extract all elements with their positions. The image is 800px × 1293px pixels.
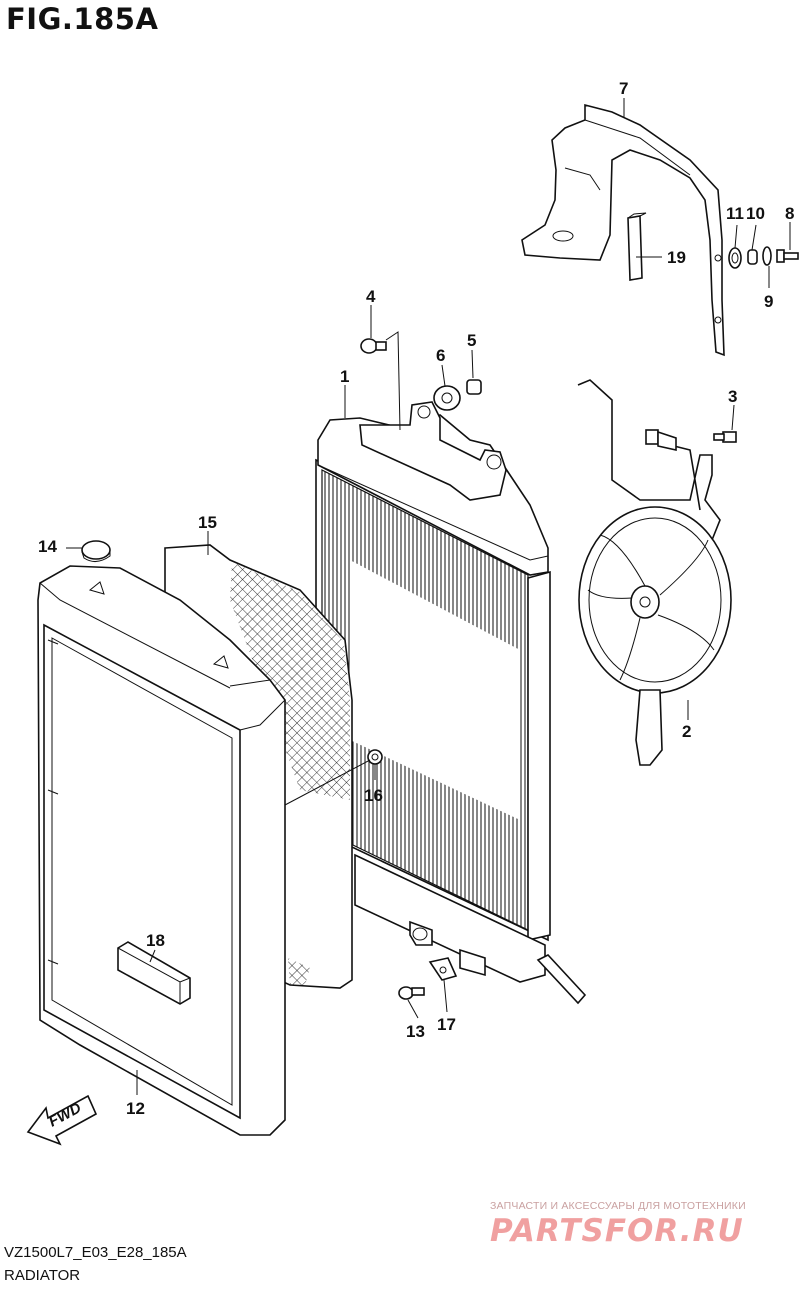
callout-3: 3	[728, 387, 737, 406]
callout-1: 1	[340, 367, 349, 386]
figure-caption: RADIATOR	[4, 1267, 81, 1284]
radiator-part	[315, 401, 587, 1005]
grommet-part	[728, 247, 742, 269]
collar-part	[747, 249, 758, 265]
callout-11: 11	[726, 204, 744, 223]
watermark-brand: PARTSFOR.RU	[490, 1213, 744, 1249]
cap-part	[81, 540, 111, 562]
callout-17: 17	[437, 1015, 456, 1034]
collar-5-part	[466, 379, 482, 395]
callout-6: 6	[436, 346, 445, 365]
washer-part	[762, 246, 772, 266]
callout-4: 4	[366, 287, 376, 306]
callout-12: 12	[126, 1099, 145, 1118]
label-plate-part	[117, 941, 191, 1005]
callout-15: 15	[198, 513, 217, 532]
leader-lines	[66, 98, 791, 1095]
callout-9: 9	[764, 292, 773, 311]
bolt-3-part	[713, 431, 737, 443]
bolt-8-part	[776, 249, 799, 263]
callout-19: 19	[667, 248, 686, 267]
callout-2: 2	[682, 722, 691, 741]
callout-5: 5	[467, 331, 476, 350]
clip-nut-part	[367, 749, 383, 765]
forward-direction-arrow: FWD	[26, 1094, 98, 1146]
watermark-tagline: ЗАПЧАСТИ И АКСЕССУАРЫ ДЛЯ МОТОТЕХНИКИ	[490, 1200, 746, 1212]
grommet-6-part	[433, 385, 461, 411]
callout-18: 18	[146, 931, 165, 950]
callout-10: 10	[746, 204, 765, 223]
callout-labels: 1 2 3 4 5 6 7 8 9 10 11 12 13 14 15 16 1…	[38, 79, 794, 1118]
clip-17-part	[428, 957, 458, 981]
callout-7: 7	[619, 79, 628, 98]
callout-8: 8	[785, 204, 794, 223]
callout-13: 13	[406, 1022, 425, 1041]
foam-strip-part	[627, 212, 647, 281]
cooling-fan-part	[577, 379, 732, 766]
bolt-13-part	[398, 986, 425, 1000]
bolt-4-part	[360, 338, 387, 354]
figure-code: VZ1500L7_E03_E28_185A	[4, 1244, 187, 1261]
figure-title: FIG.185A	[6, 2, 159, 36]
callout-16: 16	[364, 786, 383, 805]
callout-14: 14	[38, 537, 57, 556]
fan-shroud-bracket-part	[521, 103, 725, 357]
radiator-cover-part	[37, 565, 286, 1136]
